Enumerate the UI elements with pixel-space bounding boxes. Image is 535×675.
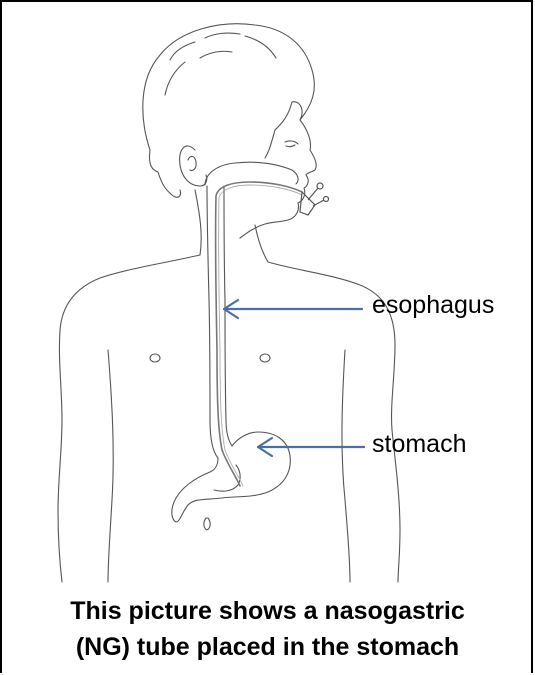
neck: [195, 190, 268, 262]
ear: [180, 146, 207, 186]
esophagus-wall-right: [224, 186, 232, 446]
arm-inner-right: [342, 350, 350, 582]
arm-inner-left: [108, 350, 113, 582]
nipple-right: [260, 354, 270, 362]
hair-strands: [165, 33, 276, 95]
caption-line-2: (NG) tube placed in the stomach: [0, 629, 535, 665]
figure-caption: This picture shows a nasogastric (NG) tu…: [0, 593, 535, 665]
face-profile: [240, 120, 316, 238]
torso-outline: [58, 255, 400, 582]
caption-line-1: This picture shows a nasogastric: [0, 593, 535, 629]
esophagus-label: esophagus: [372, 291, 494, 320]
navel: [204, 518, 210, 530]
eye: [285, 141, 298, 147]
nipple-left: [150, 354, 160, 362]
ng-tube-inner: [219, 185, 302, 486]
hair-outline: [143, 24, 315, 198]
stomach-label: stomach: [372, 430, 466, 459]
